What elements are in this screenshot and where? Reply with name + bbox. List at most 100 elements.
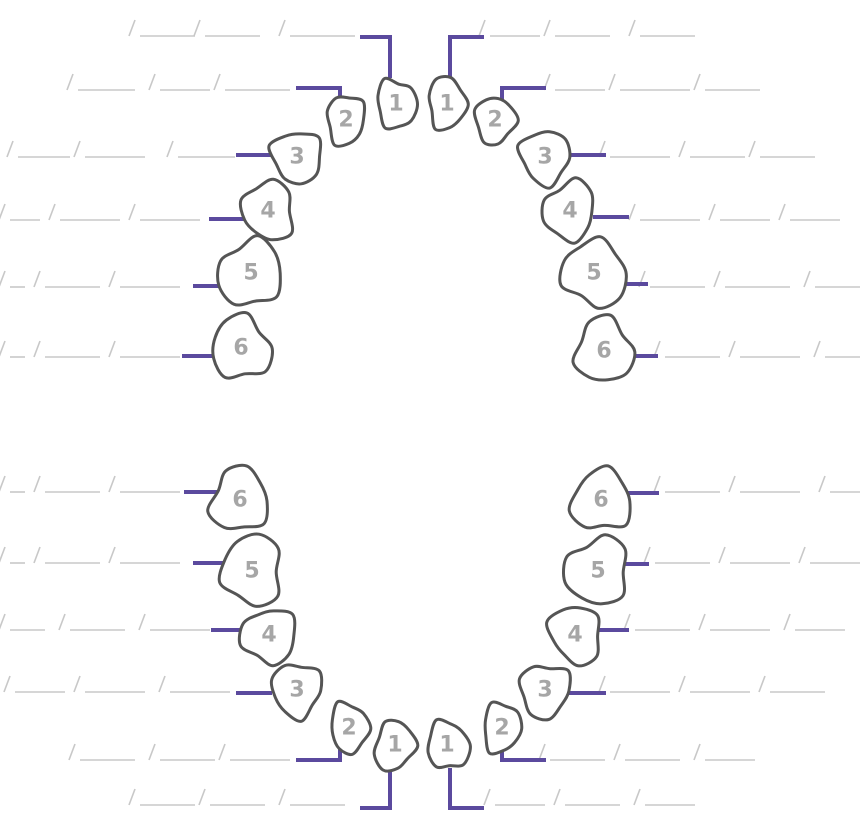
- slash-mark: [33, 340, 41, 358]
- slash-mark: [148, 743, 156, 761]
- tooth-number: 1: [387, 733, 402, 758]
- tooth-upper-left-6: 6: [571, 313, 637, 382]
- slash-mark: [166, 140, 174, 158]
- slash-mark: [628, 19, 636, 37]
- slash-mark: [128, 203, 136, 221]
- slash-mark: [66, 73, 74, 91]
- slash-mark: [213, 73, 221, 91]
- slash-mark: [718, 546, 726, 564]
- tooth-lower-left-3: 3: [517, 664, 572, 722]
- bracket-marker: [448, 768, 484, 810]
- tooth-lower-left-4: 4: [545, 606, 601, 668]
- tooth-number: 3: [289, 678, 304, 703]
- tooth-upper-left-5: 5: [558, 235, 628, 310]
- slash-mark: [58, 613, 66, 631]
- slash-mark: [0, 270, 6, 287]
- slash-mark: [633, 788, 641, 806]
- slash-mark: [543, 19, 551, 37]
- slash-mark: [0, 546, 6, 563]
- tooth-outline: [545, 606, 601, 668]
- tooth-upper-right-6: 6: [211, 311, 274, 380]
- slash-mark: [613, 743, 621, 761]
- bracket-marker: [448, 35, 484, 78]
- slash-mark: [798, 546, 806, 564]
- slash-mark: [643, 546, 651, 564]
- slash-mark: [758, 675, 766, 693]
- slash-mark: [73, 140, 81, 158]
- tooth-outline: [517, 664, 572, 722]
- tooth-lower-left-1: 1: [426, 717, 472, 770]
- slash-mark: [193, 19, 201, 37]
- slash-mark: [0, 340, 6, 357]
- tooth-outline: [376, 76, 420, 131]
- slash-mark: [803, 270, 811, 288]
- tooth-upper-right-2: 2: [325, 95, 367, 148]
- slash-mark: [198, 788, 206, 806]
- slash-mark: [278, 788, 286, 806]
- slash-mark: [783, 613, 791, 631]
- slash-mark: [728, 475, 736, 493]
- slash-mark: [108, 475, 116, 493]
- slash-mark: [693, 73, 701, 91]
- tooth-outline: [206, 463, 269, 531]
- tooth-outline: [372, 718, 420, 773]
- bracket-marker: [360, 35, 392, 78]
- blank-lines-layer: [0, 19, 860, 806]
- tooth-lower-left-2: 2: [483, 700, 524, 756]
- tooth-upper-right-4: 4: [238, 177, 295, 242]
- tooth-number: 4: [567, 623, 582, 648]
- slash-mark: [278, 19, 286, 37]
- tooth-lower-right-4: 4: [237, 609, 297, 668]
- slash-mark: [33, 546, 41, 564]
- tooth-lower-left-5: 5: [561, 533, 628, 606]
- tooth-upper-right-1: 1: [376, 76, 420, 131]
- tooth-upper-left-2: 2: [472, 96, 520, 147]
- tooth-number: 2: [487, 108, 502, 133]
- tooth-outline: [237, 609, 297, 668]
- tooth-upper-left-4: 4: [540, 176, 595, 245]
- slash-mark: [628, 203, 636, 221]
- tooth-lower-right-5: 5: [217, 532, 281, 608]
- slash-mark: [68, 743, 76, 761]
- tooth-number: 6: [596, 339, 611, 364]
- tooth-number: 3: [537, 678, 552, 703]
- tooth-number: 4: [260, 199, 275, 224]
- tooth-number: 3: [537, 145, 552, 170]
- slash-mark: [218, 743, 226, 761]
- slash-mark: [48, 203, 56, 221]
- tooth-outline: [571, 313, 637, 382]
- tooth-number: 1: [439, 92, 454, 117]
- tooth-number: 4: [562, 199, 577, 224]
- slash-mark: [728, 340, 736, 358]
- bracket-marker: [500, 86, 546, 103]
- tooth-outline: [211, 311, 274, 380]
- tooth-outline: [427, 75, 470, 132]
- bracket-marker: [360, 768, 392, 810]
- tooth-outline: [267, 132, 323, 186]
- slash-mark: [128, 19, 136, 37]
- tooth-outline: [269, 663, 324, 723]
- slash-mark: [108, 340, 116, 358]
- slash-mark: [108, 270, 116, 288]
- tooth-lower-right-3: 3: [269, 663, 324, 723]
- slash-mark: [0, 203, 6, 220]
- tooth-lower-right-2: 2: [330, 699, 373, 757]
- tooth-outline: [216, 234, 282, 307]
- slash-mark: [3, 675, 11, 693]
- tooth-upper-left-3: 3: [516, 130, 572, 190]
- slash-mark: [608, 73, 616, 91]
- tooth-outline: [472, 96, 520, 147]
- tooth-number: 3: [289, 145, 304, 170]
- tooth-number: 5: [586, 261, 601, 286]
- slash-mark: [128, 788, 136, 806]
- slash-mark: [698, 613, 706, 631]
- slash-mark: [598, 675, 606, 693]
- tooth-outline: [558, 235, 628, 310]
- tooth-number: 6: [593, 488, 608, 513]
- slash-mark: [6, 140, 14, 158]
- slash-mark: [653, 475, 661, 493]
- slash-mark: [158, 675, 166, 693]
- slash-mark: [818, 475, 826, 493]
